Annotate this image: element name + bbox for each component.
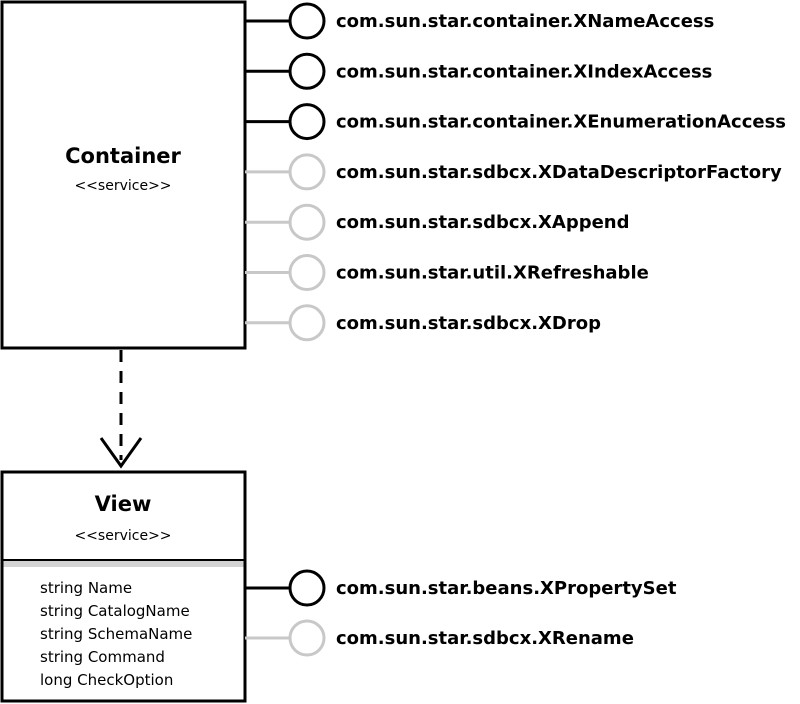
view-attribute: string Command — [40, 648, 165, 666]
interface-lollipop-icon — [288, 103, 326, 141]
view-box — [0, 470, 247, 703]
interface-lollipop-icon — [288, 2, 326, 40]
container-interfaces: com.sun.star.container.XNameAccess com.su… — [245, 2, 786, 342]
interface-lollipop-icon — [288, 619, 326, 657]
interface-item: com.sun.star.sdbcx.XAppend — [245, 203, 630, 241]
interface-label: com.sun.star.sdbcx.XDrop — [336, 313, 601, 334]
view-class: View <<service>> string Name string Catal… — [0, 470, 247, 703]
interface-item: com.sun.star.beans.XPropertySet — [245, 569, 677, 607]
interface-lollipop-icon — [288, 304, 326, 342]
view-attributes: string Name string CatalogName string Sche… — [40, 579, 192, 689]
interface-label: com.sun.star.util.XRefreshable — [336, 263, 649, 284]
view-attribute: long CheckOption — [40, 671, 173, 689]
interface-lollipop-icon — [288, 254, 326, 291]
interface-lollipop-icon — [288, 52, 326, 90]
container-class: Container <<service>> — [0, 0, 247, 350]
view-attribute: string SchemaName — [40, 625, 192, 643]
interface-item: com.sun.star.sdbcx.XDrop — [245, 304, 601, 342]
interface-item: com.sun.star.sdbcx.XRename — [245, 619, 634, 657]
view-name: View — [95, 492, 152, 516]
interface-item: com.sun.star.container.XNameAccess — [245, 2, 714, 40]
interface-lollipop-icon — [288, 203, 326, 241]
interface-label: com.sun.star.container.XNameAccess — [336, 11, 714, 32]
interface-item: com.sun.star.sdbcx.XDataDescriptorFactor… — [245, 153, 782, 191]
dependency-arrow — [99, 350, 143, 469]
view-stereotype: <<service>> — [74, 528, 171, 544]
interface-item: com.sun.star.util.XRefreshable — [245, 254, 649, 291]
interface-label: com.sun.star.container.XEnumerationAcces… — [336, 112, 786, 133]
interface-label: com.sun.star.container.XIndexAccess — [336, 61, 712, 82]
interface-item: com.sun.star.container.XEnumerationAcces… — [245, 103, 786, 141]
interface-item: com.sun.star.container.XIndexAccess — [245, 52, 712, 90]
interface-label: com.sun.star.sdbcx.XDataDescriptorFactor… — [336, 162, 782, 183]
interface-label: com.sun.star.sdbcx.XRename — [336, 628, 634, 649]
interface-label: com.sun.star.sdbcx.XAppend — [336, 212, 630, 233]
interface-lollipop-icon — [288, 153, 326, 191]
container-stereotype: <<service>> — [74, 178, 171, 194]
view-attribute: string CatalogName — [40, 602, 190, 620]
arrowhead-icon — [99, 437, 143, 469]
view-separator-band — [3, 561, 244, 567]
view-interfaces: com.sun.star.beans.XPropertySet com.sun.s… — [245, 569, 677, 657]
interface-label: com.sun.star.beans.XPropertySet — [336, 578, 677, 599]
container-box — [0, 0, 247, 350]
interface-lollipop-icon — [288, 569, 326, 607]
view-attribute: string Name — [40, 579, 132, 597]
container-name: Container — [65, 144, 181, 168]
